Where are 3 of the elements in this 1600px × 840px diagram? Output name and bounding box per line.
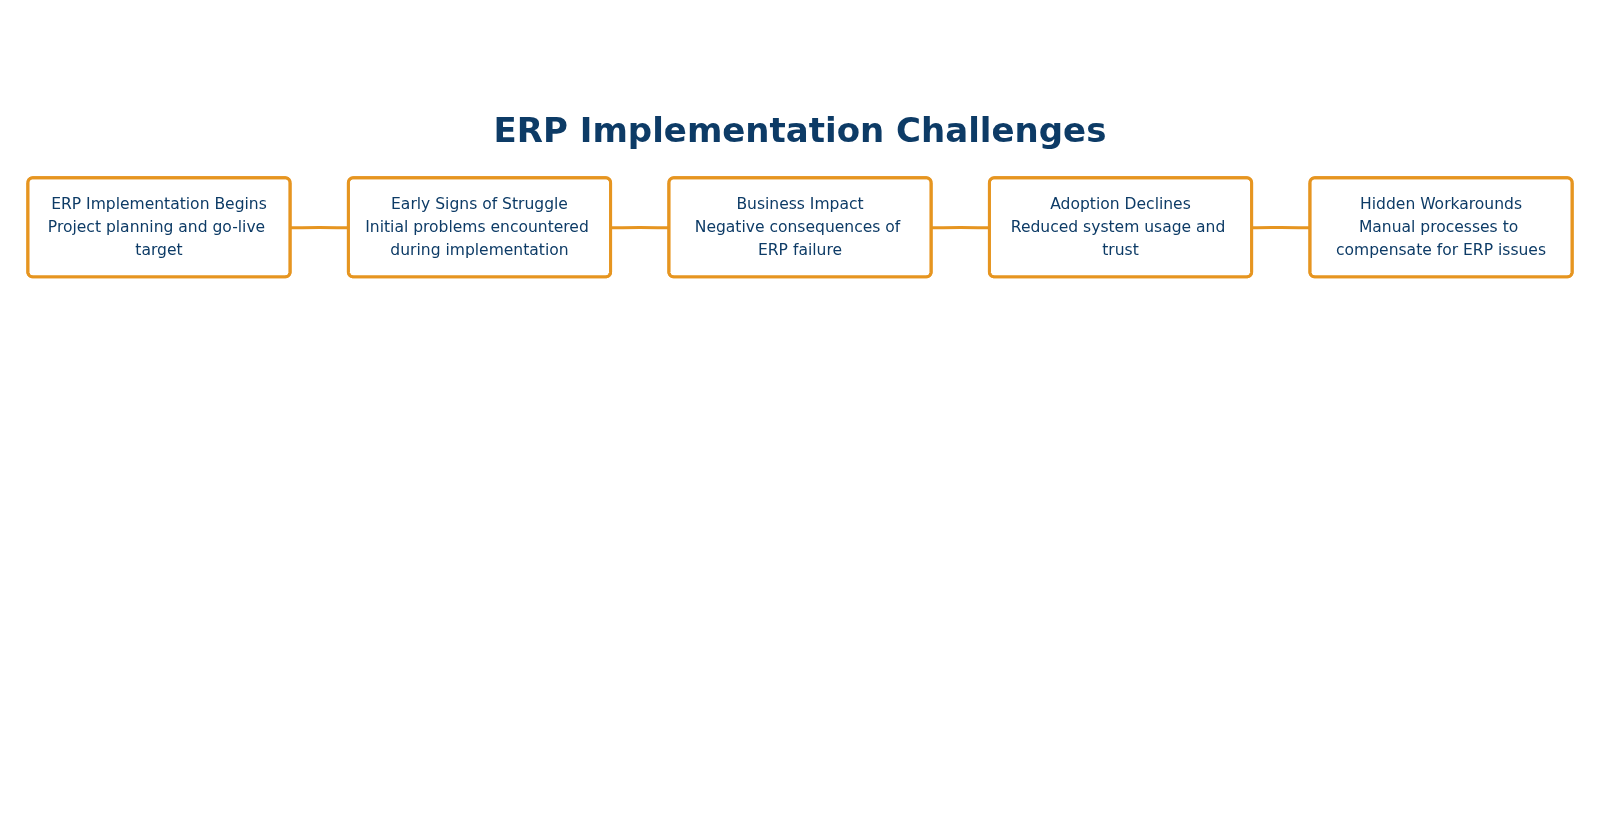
connector <box>931 226 990 230</box>
title: ERP Implementation Challenges <box>492 110 1108 150</box>
connector <box>290 226 349 230</box>
